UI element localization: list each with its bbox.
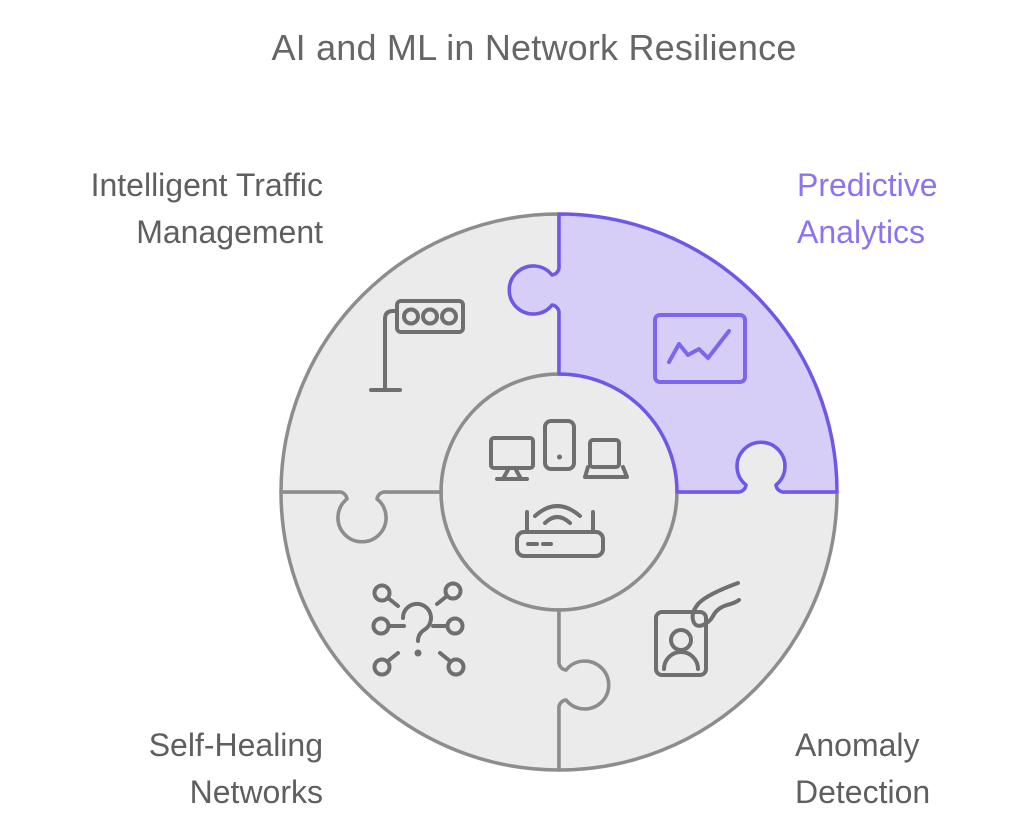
laptop-icon	[588, 438, 621, 469]
label-line: Predictive	[797, 167, 938, 203]
label-line: Intelligent Traffic	[90, 167, 323, 203]
label-predictive-analytics: Predictive Analytics	[797, 162, 938, 256]
phone-icon	[543, 419, 576, 471]
label-line: Networks	[189, 774, 323, 810]
label-line: Management	[136, 214, 323, 250]
wifi-icon	[533, 504, 582, 518]
line-chart-icon	[653, 313, 747, 384]
label-intelligent-traffic-management: Intelligent Traffic Management	[91, 162, 323, 256]
traffic-signal-icon	[369, 299, 465, 392]
label-anomaly-detection: Anomaly Detection	[795, 722, 930, 816]
connected-devices-router-icon	[489, 419, 629, 558]
page-title: AI and ML in Network Resilience	[271, 27, 797, 68]
router-icon	[515, 530, 605, 558]
label-line: Detection	[795, 774, 931, 810]
monitor-icon	[489, 436, 535, 470]
label-line: Anomaly	[795, 727, 920, 763]
network-nodes-question-icon	[371, 581, 466, 677]
label-line: Analytics	[797, 214, 926, 250]
label-self-healing-networks: Self-Healing Networks	[149, 722, 323, 816]
id-badge-hand-icon	[654, 581, 741, 677]
label-line: Self-Healing	[148, 727, 323, 763]
